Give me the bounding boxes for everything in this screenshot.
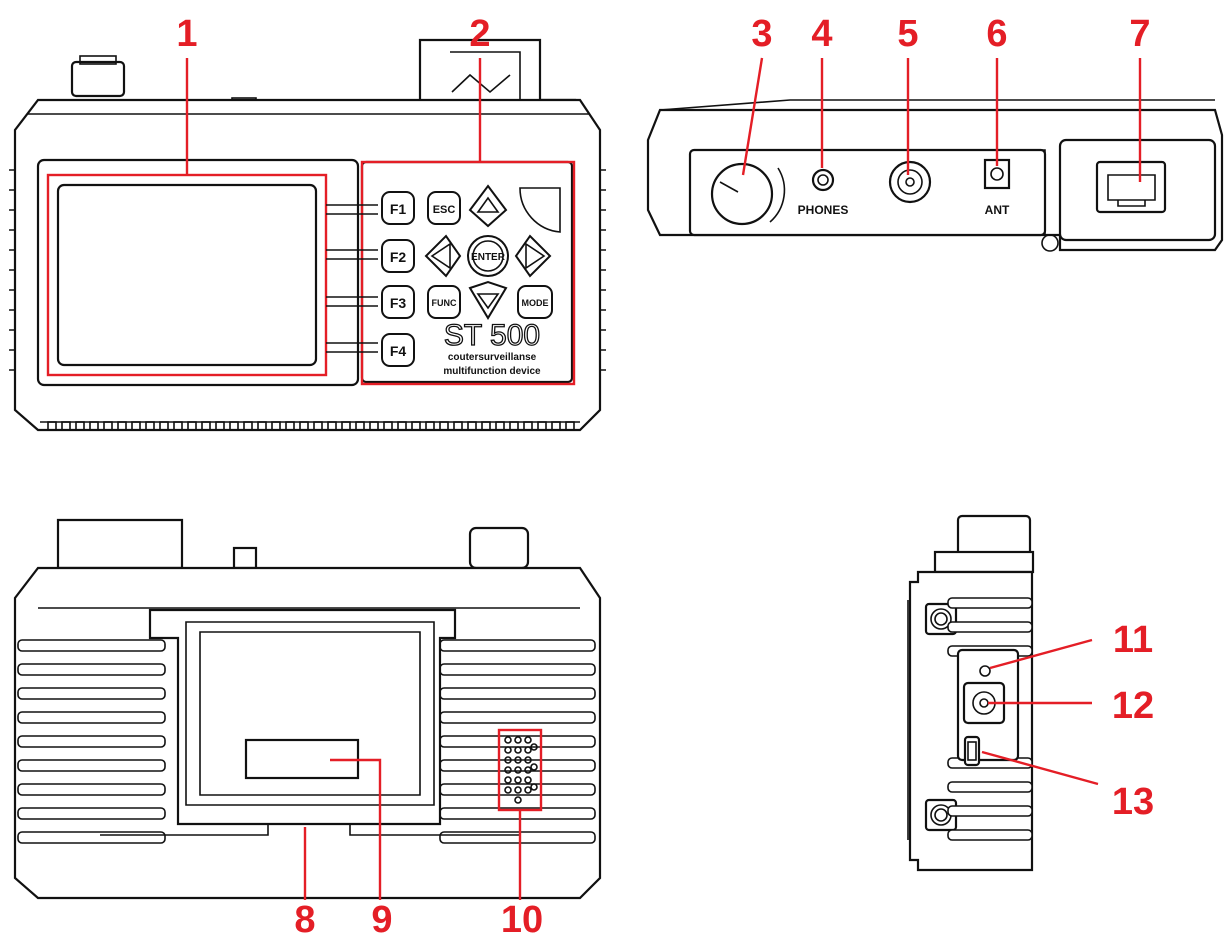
ridge-notch	[299, 421, 309, 431]
ridge-notch	[215, 421, 225, 431]
ridge-notch	[173, 421, 183, 431]
ridge-notch	[201, 421, 211, 431]
ridge-notch	[327, 421, 337, 431]
key-f2[interactable]: F2	[381, 239, 415, 273]
volume-knob[interactable]	[710, 162, 786, 226]
key-left[interactable]	[424, 234, 462, 278]
ridge-notch	[369, 421, 379, 431]
front-view: F1 ESC F2 ENTER F3	[9, 38, 606, 432]
top-view: PHONES ANT	[646, 99, 1224, 252]
key-esc-label: ESC	[433, 204, 456, 216]
ridge-notch	[467, 421, 477, 431]
ridge-notch	[187, 421, 197, 431]
ridge-notch	[257, 421, 267, 431]
rj45-port[interactable]	[1095, 160, 1167, 214]
ridge-notch	[523, 421, 533, 431]
model-name: ST 500	[444, 319, 540, 352]
ridge-notch	[397, 421, 407, 431]
ridge-notch	[341, 421, 351, 431]
ant-label: ANT	[985, 203, 1010, 217]
key-mode-label: MODE	[522, 298, 549, 308]
key-up[interactable]	[468, 184, 508, 228]
ridge-notch	[229, 421, 239, 431]
phones-label: PHONES	[798, 203, 849, 217]
key-right[interactable]	[514, 234, 552, 278]
ridge-notch	[89, 421, 99, 431]
callouts: 1 2 3 4 5 6 7 8 9 10 11 12 13	[176, 13, 1154, 940]
key-down[interactable]	[468, 280, 508, 320]
ridge-notch	[537, 421, 547, 431]
key-f1[interactable]: F1	[381, 191, 415, 225]
ridge-notch	[481, 421, 491, 431]
ridge-notch	[285, 421, 295, 431]
key-f3[interactable]: F3	[381, 285, 415, 319]
back-view	[13, 518, 602, 900]
status-led	[979, 665, 991, 677]
key-enter-label: ENTER	[471, 252, 506, 263]
ridge-notch	[509, 421, 519, 431]
key-f1-label: F1	[390, 201, 407, 217]
ridge-notch	[551, 421, 561, 431]
callout-3: 3	[751, 13, 772, 55]
corner-mark	[519, 187, 561, 233]
key-enter[interactable]: ENTER	[467, 235, 509, 277]
ridge-notch	[47, 421, 57, 431]
key-f3-label: F3	[390, 295, 407, 311]
ridge-notch	[159, 421, 169, 431]
ridge-notch	[117, 421, 127, 431]
front-bottom-ridges	[40, 421, 580, 431]
key-esc[interactable]: ESC	[427, 191, 461, 225]
ridge-notch	[145, 421, 155, 431]
side-view	[907, 514, 1035, 872]
screw-icon	[1041, 234, 1059, 252]
model-line2: multifunction device	[443, 366, 541, 377]
ridge-notch	[495, 421, 505, 431]
callout-12: 12	[1112, 685, 1154, 727]
key-f4[interactable]: F4	[381, 333, 415, 367]
ridge-notch	[131, 421, 141, 431]
callout-6: 6	[986, 13, 1007, 55]
ridge-notch	[425, 421, 435, 431]
ridge-notch	[411, 421, 421, 431]
ridge-notch	[243, 421, 253, 431]
key-func-label: FUNC	[432, 298, 457, 308]
ridge-notch	[103, 421, 113, 431]
ridge-notch	[355, 421, 365, 431]
leader-lines	[185, 57, 1142, 900]
ridge-notch	[75, 421, 85, 431]
callout-11: 11	[1113, 619, 1153, 661]
ridge-notch	[439, 421, 449, 431]
callout-9: 9	[371, 899, 392, 940]
back-left-fins	[17, 639, 166, 844]
mini-usb-port[interactable]	[963, 735, 981, 767]
ridge-notch	[313, 421, 323, 431]
ridge-notch	[61, 421, 71, 431]
key-f2-label: F2	[390, 249, 407, 265]
ridge-notch	[271, 421, 281, 431]
callout-10: 10	[501, 899, 543, 940]
ridge-notch	[565, 421, 575, 431]
bnc-connector[interactable]	[888, 160, 932, 204]
callout-8: 8	[294, 899, 315, 940]
speaker-grille	[504, 736, 538, 804]
callout-13: 13	[1112, 781, 1154, 823]
phones-jack[interactable]	[811, 168, 835, 192]
key-mode[interactable]: MODE	[517, 285, 553, 319]
key-func[interactable]: FUNC	[427, 285, 461, 319]
callout-2: 2	[469, 13, 490, 55]
key-f4-label: F4	[390, 343, 407, 359]
callout-1: 1	[176, 13, 197, 55]
ridge-notch	[383, 421, 393, 431]
callout-7: 7	[1129, 13, 1150, 55]
ridge-notch	[453, 421, 463, 431]
callout-4: 4	[811, 13, 832, 55]
callout-5: 5	[897, 13, 918, 55]
back-right-fins	[439, 639, 596, 844]
model-line1: coutersurveillanse	[448, 352, 537, 363]
